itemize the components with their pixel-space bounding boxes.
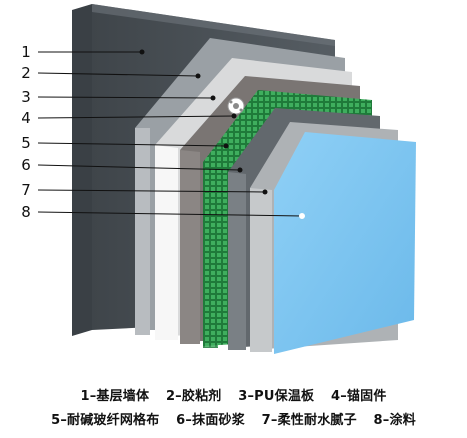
callout-number-4: 4 <box>21 109 31 127</box>
legend-item: 8–涂料 <box>373 413 416 428</box>
legend-item: 2–胶粘剂 <box>165 389 222 404</box>
callout-number-3: 3 <box>21 88 31 106</box>
legend-row-2: 5–耐碱玻纤网格布 6–抹面砂浆 7–柔性耐水腻子 8–涂料 <box>0 409 467 428</box>
leader-dots <box>139 49 305 219</box>
callout-number-8: 8 <box>21 203 31 221</box>
callout-number-1: 1 <box>21 43 31 61</box>
legend-item: 6–抹面砂浆 <box>176 413 245 428</box>
callout-number-2: 2 <box>21 64 31 82</box>
callout-number-6: 6 <box>21 156 31 174</box>
callout-number-7: 7 <box>21 181 31 199</box>
legend-item: 3–PU保温板 <box>238 389 315 404</box>
legend-item: 5–耐碱玻纤网格布 <box>51 413 160 428</box>
legend-row-1: 1–基层墙体 2–胶粘剂 3–PU保温板 4–锚固件 <box>0 385 467 404</box>
legend-item: 4–锚固件 <box>330 389 387 404</box>
layer-8-paint <box>274 132 416 354</box>
anchor-bolt-icon <box>227 97 245 115</box>
callout-number-5: 5 <box>21 134 31 152</box>
legend-item: 7–柔性耐水腻子 <box>261 413 357 428</box>
leader-lines <box>37 51 303 217</box>
legend-item: 1–基层墙体 <box>80 389 150 404</box>
